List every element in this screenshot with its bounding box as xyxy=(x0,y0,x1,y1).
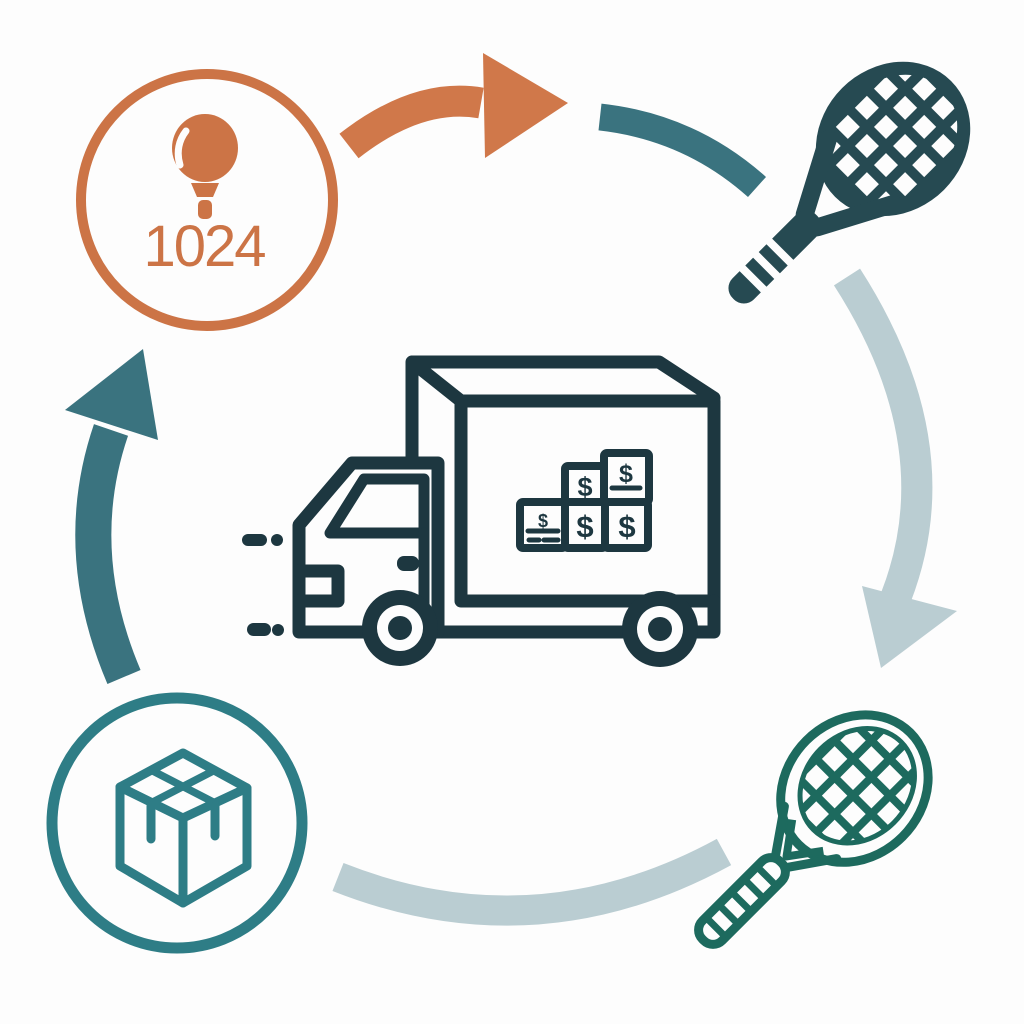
speed-dot xyxy=(272,624,284,636)
arrow-shaft xyxy=(833,268,933,603)
dollar-sign: $ xyxy=(619,460,633,488)
package-ring xyxy=(46,692,308,954)
arrow-head-icon xyxy=(483,53,568,158)
truck-window xyxy=(324,473,430,539)
idea-node-value: 1024 xyxy=(143,214,265,279)
bulb-highlight xyxy=(174,127,190,169)
rear-wheel xyxy=(622,591,698,667)
arrow-shaft xyxy=(339,85,484,159)
package-node xyxy=(46,692,308,954)
idea-ring xyxy=(76,69,338,331)
racket-strings xyxy=(831,74,958,201)
truck-cargo-front xyxy=(454,394,721,608)
speed-dash xyxy=(247,623,271,636)
truck-door-handle xyxy=(397,556,419,571)
truck-grille-step xyxy=(292,564,345,608)
wheel-hub xyxy=(388,616,412,640)
speed-dash xyxy=(242,534,267,546)
speed-dot xyxy=(271,534,283,546)
cargo-money-boxes: $ $ $ $ $ xyxy=(516,449,653,552)
box-tape-cross xyxy=(147,766,219,807)
racket-throat xyxy=(770,801,842,873)
bulb-stem xyxy=(198,200,212,219)
wheel-hub xyxy=(648,617,672,641)
dollar-sign: $ xyxy=(538,511,548,531)
product-node xyxy=(728,61,971,304)
truck-bed xyxy=(430,594,721,639)
lightbulb-icon xyxy=(172,114,238,219)
tennis-racket-outline-icon xyxy=(694,710,933,949)
speed-lines-icon xyxy=(242,534,284,636)
box-tape-ends xyxy=(146,801,220,844)
idea-node: 1024 xyxy=(76,69,338,331)
arrow-head-icon xyxy=(862,586,957,668)
money-box-label-lines xyxy=(525,485,643,543)
arc-product xyxy=(598,103,767,198)
truck-cargo-back xyxy=(405,355,721,470)
arrow-product-to-sale xyxy=(833,268,957,668)
racket-throat-v xyxy=(782,819,824,861)
dollar-sign: $ xyxy=(618,509,635,544)
arrow-idea-to-product xyxy=(339,53,568,159)
arrow-head-icon xyxy=(65,349,158,440)
racket-throat xyxy=(795,129,903,237)
dollar-sign: $ xyxy=(577,472,592,502)
dollar-sign: $ xyxy=(576,509,593,544)
racket-strings xyxy=(797,726,917,846)
racket-handle xyxy=(728,210,822,304)
tennis-racket-solid-icon xyxy=(728,61,971,304)
arc-segment xyxy=(332,838,732,926)
sale-node xyxy=(694,710,933,949)
truck-cab xyxy=(292,456,445,639)
arc-sale-to-package xyxy=(332,838,732,926)
package-box-icon xyxy=(115,748,252,908)
delivery-truck-icon: $ $ $ $ $ xyxy=(242,355,721,667)
front-wheel xyxy=(362,590,438,666)
racket-grip-stripes xyxy=(738,237,795,294)
arrow-package-to-idea xyxy=(65,349,158,685)
arrow-shaft xyxy=(75,424,141,685)
racket-grip-rungs xyxy=(703,863,780,940)
arc-segment xyxy=(598,103,767,198)
bulb-collar xyxy=(191,183,219,197)
